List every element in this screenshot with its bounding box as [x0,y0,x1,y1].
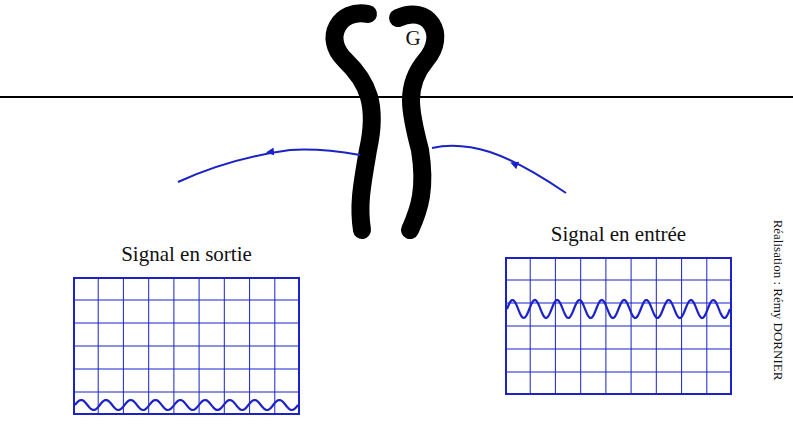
region-letter: G [405,26,420,51]
input-curve [432,146,566,193]
surface-line [0,96,793,98]
oscilloscope-panel: Signal en entrée [505,221,732,395]
left-lip [334,13,371,230]
author-credit: Réalisation : Rémy DORNIER [770,220,786,381]
signal-title: Signal en entrée [505,221,732,247]
signal-title: Signal en sortie [73,241,300,267]
input-arrowhead [514,164,566,193]
output-arrowhead [270,149,330,152]
oscilloscope-grid [73,277,300,415]
oscilloscope-grid [505,257,732,395]
output-curve [178,150,360,182]
oscilloscope-panel: Signal en sortie [73,241,300,415]
right-lip [398,14,435,230]
